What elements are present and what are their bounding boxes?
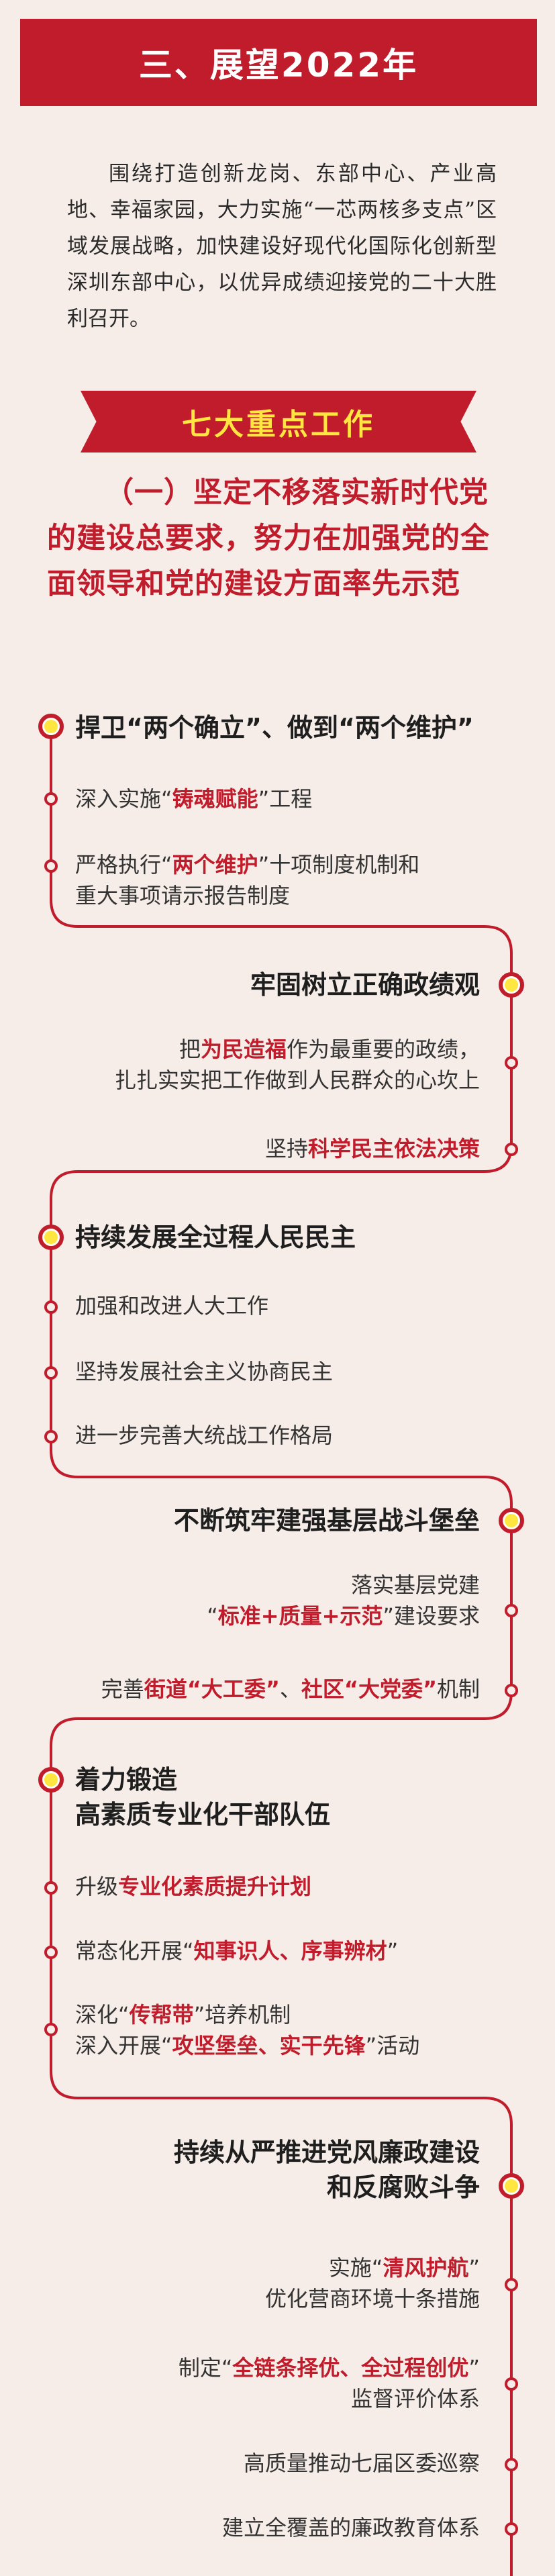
timeline-heading-6: 持续从严推进党风廉政建设和反腐败斗争: [67, 2135, 480, 2205]
item-text: ”培养机制: [193, 2002, 291, 2028]
timeline-subnode: [505, 2522, 518, 2536]
timeline-item: 高质量推动七届区委巡察: [243, 2450, 480, 2476]
timeline-node-6: [499, 2173, 524, 2199]
timeline-item: 升级专业化素质提升计划: [75, 1871, 311, 1902]
timeline-subnode: [44, 1881, 58, 1895]
item-text: ”工程: [258, 786, 313, 812]
timeline-node-2: [499, 972, 524, 998]
item-text: 制定“: [178, 2355, 233, 2381]
heading-line: 高素质专业化干部队伍: [75, 1800, 331, 1829]
timeline-subnode: [505, 2278, 518, 2291]
item-highlight: 全链条择优、全过程创优: [232, 2355, 469, 2381]
item-text: 坚持: [264, 1136, 308, 1161]
timeline-item: 坚持科学民主依法决策: [134, 1133, 480, 1164]
item-text: 深入开展“: [75, 2033, 172, 2058]
item-text: ”: [468, 2255, 480, 2281]
timeline-subnode: [44, 1366, 58, 1380]
heading-line: 着力锻造: [75, 1765, 178, 1795]
timeline-subnode: [505, 1143, 518, 1156]
timeline-node-1: [38, 714, 64, 739]
item-text: 深入实施“: [75, 786, 172, 812]
item-highlight: 铸魂赋能: [172, 786, 258, 812]
timeline-item: 严格执行“两个维护”十项制度机制和重大事项请示报告制度: [75, 849, 419, 911]
item-text: 严格执行“: [75, 852, 172, 877]
item-text: 升级: [75, 1874, 119, 1899]
heading-line: 持续从严推进党风廉政建设: [173, 2138, 480, 2167]
timeline-item: 常态化开展“知事识人、序事辨材”: [75, 1936, 398, 1966]
timeline-heading-3: 持续发展全过程人民民主: [75, 1223, 356, 1252]
ribbon-label: 七大重点工作: [182, 408, 375, 442]
item-highlight: 攻坚堡垒、实干先锋: [172, 2033, 366, 2058]
heading-line: 和反腐败斗争: [326, 2173, 480, 2202]
item-text: “: [207, 1603, 218, 1629]
timeline-node-5: [38, 1767, 64, 1793]
item-highlight: 传帮带: [129, 2002, 194, 2028]
timeline-node-3: [38, 1225, 64, 1250]
timeline-item: 坚持发展社会主义协商民主: [75, 1359, 334, 1384]
item-text: 机制: [436, 1676, 480, 1702]
timeline-item: 制定“全链条择优、全过程创优” 监督评价体系: [81, 2352, 480, 2414]
item-text: 常态化开展“: [75, 1938, 194, 1964]
timeline-subnode: [505, 1056, 518, 1069]
item-text: 优化营商环境十条措施: [264, 2286, 480, 2311]
timeline-item: 落实基层党建 “标准+质量+示范”建设要求: [101, 1570, 480, 1631]
item-text: 扎扎实实把工作做到人民群众的心坎上: [114, 1067, 480, 1093]
item-text: 作为最重要的政绩，: [286, 1037, 480, 1062]
timeline-subnode: [44, 792, 58, 806]
item-text: 、: [279, 1676, 301, 1702]
timeline-subnode: [44, 1946, 58, 1959]
item-highlight: 社区“大党委”: [301, 1676, 437, 1702]
timeline-node-4: [499, 1508, 524, 1533]
item-highlight: 知事识人、序事辨材: [193, 1938, 387, 1964]
item-text: 实施“: [328, 2255, 383, 2281]
ribbon-banner: 七大重点工作: [67, 391, 490, 452]
item-text: ”: [468, 2355, 480, 2381]
item-highlight: 清风护航: [383, 2255, 469, 2281]
timeline-subnode: [44, 859, 58, 873]
timeline-subnode: [505, 1604, 518, 1617]
item-highlight: 专业化素质提升计划: [118, 1874, 312, 1899]
timeline-item: 实施“清风护航” 优化营商环境十条措施: [101, 2252, 480, 2314]
timeline-subnode: [505, 1684, 518, 1697]
timeline-item: 进一步完善大统战工作格局: [75, 1423, 334, 1448]
timeline-heading-2: 牢固树立正确政绩观: [250, 970, 480, 1000]
item-text: 重大事项请示报告制度: [75, 883, 291, 908]
timeline-subnode: [505, 2458, 518, 2471]
item-text: 监督评价体系: [350, 2386, 480, 2412]
item-highlight: 标准+质量+示范: [217, 1603, 383, 1629]
timeline-subnode: [44, 1300, 58, 1314]
timeline-item: 把为民造福作为最重要的政绩， 扎扎实实把工作做到人民群众的心坎上: [74, 1034, 480, 1096]
timeline-item: 完善街道“大工委”、社区“大党委”机制: [40, 1674, 480, 1705]
item-highlight: 为民造福: [200, 1037, 287, 1062]
section-title: 三、展望2022年: [138, 46, 419, 85]
timeline-item: 建立全覆盖的廉政教育体系: [221, 2515, 480, 2540]
timeline-subnode: [44, 2023, 58, 2036]
item-highlight: 街道“大工委”: [144, 1676, 280, 1702]
timeline-item: 深化“传帮带”培养机制深入开展“攻坚堡垒、实干先锋”活动: [75, 1999, 419, 2061]
item-highlight: 科学民主依法决策: [307, 1136, 480, 1161]
section-heading: （一）坚定不移落实新时代党的建设总要求，努力在加强党的全面领导和党的建设方面率先…: [47, 476, 490, 601]
timeline-subnode: [505, 2377, 518, 2391]
timeline-subnode: [44, 1430, 58, 1443]
ribbon-shape: [81, 391, 476, 452]
item-text: 完善: [101, 1676, 144, 1702]
timeline-item: 加强和改进人大工作: [75, 1293, 269, 1319]
intro-paragraph: 围绕打造创新龙岗、东部中心、产业高地、幸福家园，大力实施“一芯两核多支点”区域发…: [67, 162, 497, 331]
item-text: ”: [387, 1938, 399, 1964]
timeline-heading-4: 不断筑牢建强基层战斗堡垒: [173, 1506, 480, 1535]
timeline-item: 深入实施“铸魂赋能”工程: [75, 783, 312, 814]
item-text: 深化“: [75, 2002, 130, 2028]
item-text: ”十项制度机制和: [258, 852, 420, 877]
section-header-band: 三、展望2022年: [20, 19, 537, 106]
item-highlight: 两个维护: [172, 852, 258, 877]
timeline-heading-1: 捍卫“两个确立”、做到“两个维护”: [75, 713, 474, 743]
item-text: 把: [179, 1037, 201, 1062]
item-text: 落实基层党建: [350, 1572, 480, 1598]
item-text: ”活动: [365, 2033, 420, 2058]
timeline-heading-5: 着力锻造高素质专业化干部队伍: [75, 1762, 330, 1832]
item-text: ”建设要求: [383, 1603, 480, 1629]
